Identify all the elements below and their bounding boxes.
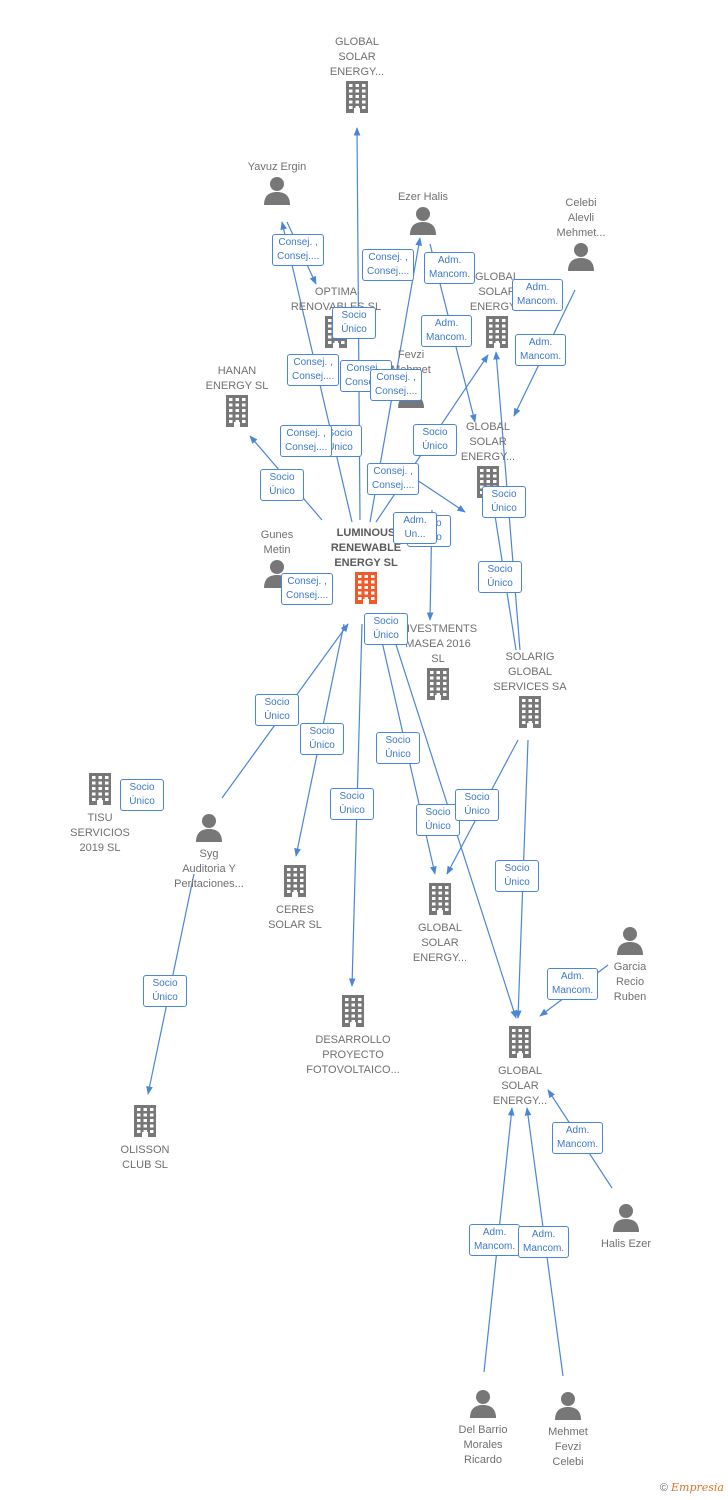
relationship-badge[interactable]: Consej. , Consej.... <box>272 234 325 266</box>
building-icon <box>182 394 292 433</box>
person-icon <box>368 205 478 240</box>
company-node-investments[interactable]: INVESTMENTS MASEA 2016 SL <box>383 622 493 706</box>
relationship-badge[interactable]: Socio Único <box>413 424 457 456</box>
relationship-badge[interactable]: Socio Único <box>455 789 499 821</box>
company-node-gse-bottom[interactable]: GLOBAL SOLAR ENERGY... <box>465 1025 575 1109</box>
person-icon <box>428 1388 538 1423</box>
company-node-desarrollo[interactable]: DESARROLLO PROYECTO FOTOVOLTAICO... <box>298 994 408 1078</box>
company-node-gse-mid1[interactable]: GLOBAL SOLAR ENERGY... <box>442 270 552 354</box>
person-node-mehmet-fevzi[interactable]: Mehmet Fevzi Celebi <box>513 1390 623 1470</box>
person-node-yavuz[interactable]: Yavuz Ergin <box>222 160 332 210</box>
building-icon <box>465 1025 575 1064</box>
company-node-gse-top[interactable]: GLOBAL SOLAR ENERGY... <box>302 35 412 119</box>
company-node-hanan[interactable]: HANAN ENERGY SL <box>182 364 292 433</box>
node-label: GLOBAL SOLAR ENERGY... <box>460 421 516 463</box>
node-label: INVESTMENTS MASEA 2016 SL <box>398 623 478 665</box>
relationship-badge[interactable]: Socio Único <box>364 613 408 645</box>
person-node-ezer-halis[interactable]: Ezer Halis <box>368 190 478 240</box>
relationship-badge[interactable]: Consej. , Consej.... <box>287 354 340 386</box>
person-node-celebi-alevli[interactable]: Celebi Alevli Mehmet... <box>526 196 636 276</box>
relationship-badge[interactable]: Consej. , Consej.... <box>370 369 423 401</box>
node-label: CERES SOLAR SL <box>268 904 322 931</box>
relationship-badge[interactable]: Socio Único <box>120 779 164 811</box>
relationship-badge[interactable]: Adm. Mancom. <box>518 1226 570 1258</box>
building-icon <box>442 315 552 354</box>
relationship-badge[interactable]: Socio Único <box>143 975 187 1007</box>
company-node-gse-low[interactable]: GLOBAL SOLAR ENERGY... <box>385 882 495 966</box>
relationship-badge[interactable]: Adm. Mancom. <box>515 334 567 366</box>
node-label: GLOBAL SOLAR ENERGY... <box>329 36 385 78</box>
node-label: OLISSON CLUB SL <box>120 1144 170 1171</box>
company-node-solarig[interactable]: SOLARIG GLOBAL SERVICES SA <box>475 650 585 734</box>
person-icon <box>513 1390 623 1425</box>
person-icon <box>222 175 332 210</box>
brand-logo-text[interactable]: Empresia <box>671 1481 724 1494</box>
relationship-badge[interactable]: Socio Único <box>300 723 344 755</box>
relationship-badge[interactable]: Adm. Mancom. <box>421 315 473 347</box>
building-icon <box>240 864 350 903</box>
relationship-badge[interactable]: Consej. , Consej.... <box>367 463 420 495</box>
person-node-del-barrio[interactable]: Del Barrio Morales Ricardo <box>428 1388 538 1468</box>
footer: © Empresia <box>660 1481 724 1494</box>
person-node-halis-ezer[interactable]: Halis Ezer <box>571 1202 681 1252</box>
relationship-badge[interactable]: Socio Único <box>260 469 304 501</box>
node-label: Halis Ezer <box>600 1238 652 1250</box>
relationship-badge[interactable]: Socio Único <box>376 732 420 764</box>
building-icon <box>475 695 585 734</box>
relationship-badge[interactable]: Consej. , Consej.... <box>362 249 415 281</box>
building-icon <box>302 80 412 119</box>
relationship-badge[interactable]: Adm. Mancom. <box>547 968 599 1000</box>
building-icon <box>298 994 408 1033</box>
building-icon <box>311 571 421 610</box>
node-label: GLOBAL SOLAR ENERGY... <box>469 271 525 313</box>
relationship-badge[interactable]: Adm. Mancom. <box>424 252 476 284</box>
node-label: Celebi Alevli Mehmet... <box>556 197 606 239</box>
relationship-badge[interactable]: Socio Único <box>332 307 376 339</box>
copyright-symbol: © <box>659 1482 668 1494</box>
node-label: LUMINOUS RENEWABLE ENERGY SL <box>330 527 402 569</box>
company-node-ceres[interactable]: CERES SOLAR SL <box>240 864 350 933</box>
person-icon <box>526 241 636 276</box>
node-label: Garcia Recio Ruben <box>613 961 647 1003</box>
node-label: Ezer Halis <box>397 191 449 203</box>
node-label: Yavuz Ergin <box>247 161 307 173</box>
relationship-badge[interactable]: Adm. Mancom. <box>469 1224 521 1256</box>
building-icon <box>383 667 493 706</box>
relationship-badge[interactable]: Socio Único <box>482 486 526 518</box>
company-node-tisu[interactable]: TISU SERVICIOS 2019 SL <box>45 772 155 856</box>
relationship-badge[interactable]: Socio Único <box>495 860 539 892</box>
relationship-badge[interactable]: Socio Único <box>255 694 299 726</box>
node-label: Del Barrio Morales Ricardo <box>458 1424 508 1466</box>
relationship-badge[interactable]: Socio Único <box>478 561 522 593</box>
node-label: TISU SERVICIOS 2019 SL <box>70 812 130 854</box>
person-node-syg[interactable]: Syg Auditoria Y Peritaciones... <box>154 812 264 892</box>
building-icon <box>45 772 155 811</box>
person-icon <box>571 1202 681 1237</box>
company-node-luminous[interactable]: LUMINOUS RENEWABLE ENERGY SL <box>311 526 421 610</box>
person-icon <box>154 812 264 847</box>
building-icon <box>385 882 495 921</box>
node-label: SOLARIG GLOBAL SERVICES SA <box>493 651 567 693</box>
relationship-badge[interactable]: Adm. Un... <box>393 512 437 544</box>
relationship-badge[interactable]: Consej. , Consej.... <box>280 425 333 457</box>
building-icon <box>90 1104 200 1143</box>
relationship-badge[interactable]: Consej. , Consej.... <box>281 573 334 605</box>
person-icon <box>575 925 685 960</box>
relationship-badge[interactable]: Adm. Mancom. <box>512 279 564 311</box>
node-label: Mehmet Fevzi Celebi <box>548 1426 588 1468</box>
node-label: HANAN ENERGY SL <box>205 365 269 392</box>
node-label: DESARROLLO PROYECTO FOTOVOLTAICO... <box>306 1034 400 1076</box>
relationship-badge[interactable]: Adm. Mancom. <box>552 1122 604 1154</box>
company-node-olisson[interactable]: OLISSON CLUB SL <box>90 1104 200 1173</box>
node-label: Syg Auditoria Y Peritaciones... <box>174 848 244 890</box>
relationship-badge[interactable]: Socio Único <box>416 804 460 836</box>
node-label: GLOBAL SOLAR ENERGY... <box>492 1065 548 1107</box>
node-label: Gunes Metin <box>260 529 294 556</box>
node-label: GLOBAL SOLAR ENERGY... <box>412 922 468 964</box>
person-node-garcia[interactable]: Garcia Recio Ruben <box>575 925 685 1005</box>
relationship-badge[interactable]: Socio Único <box>330 788 374 820</box>
